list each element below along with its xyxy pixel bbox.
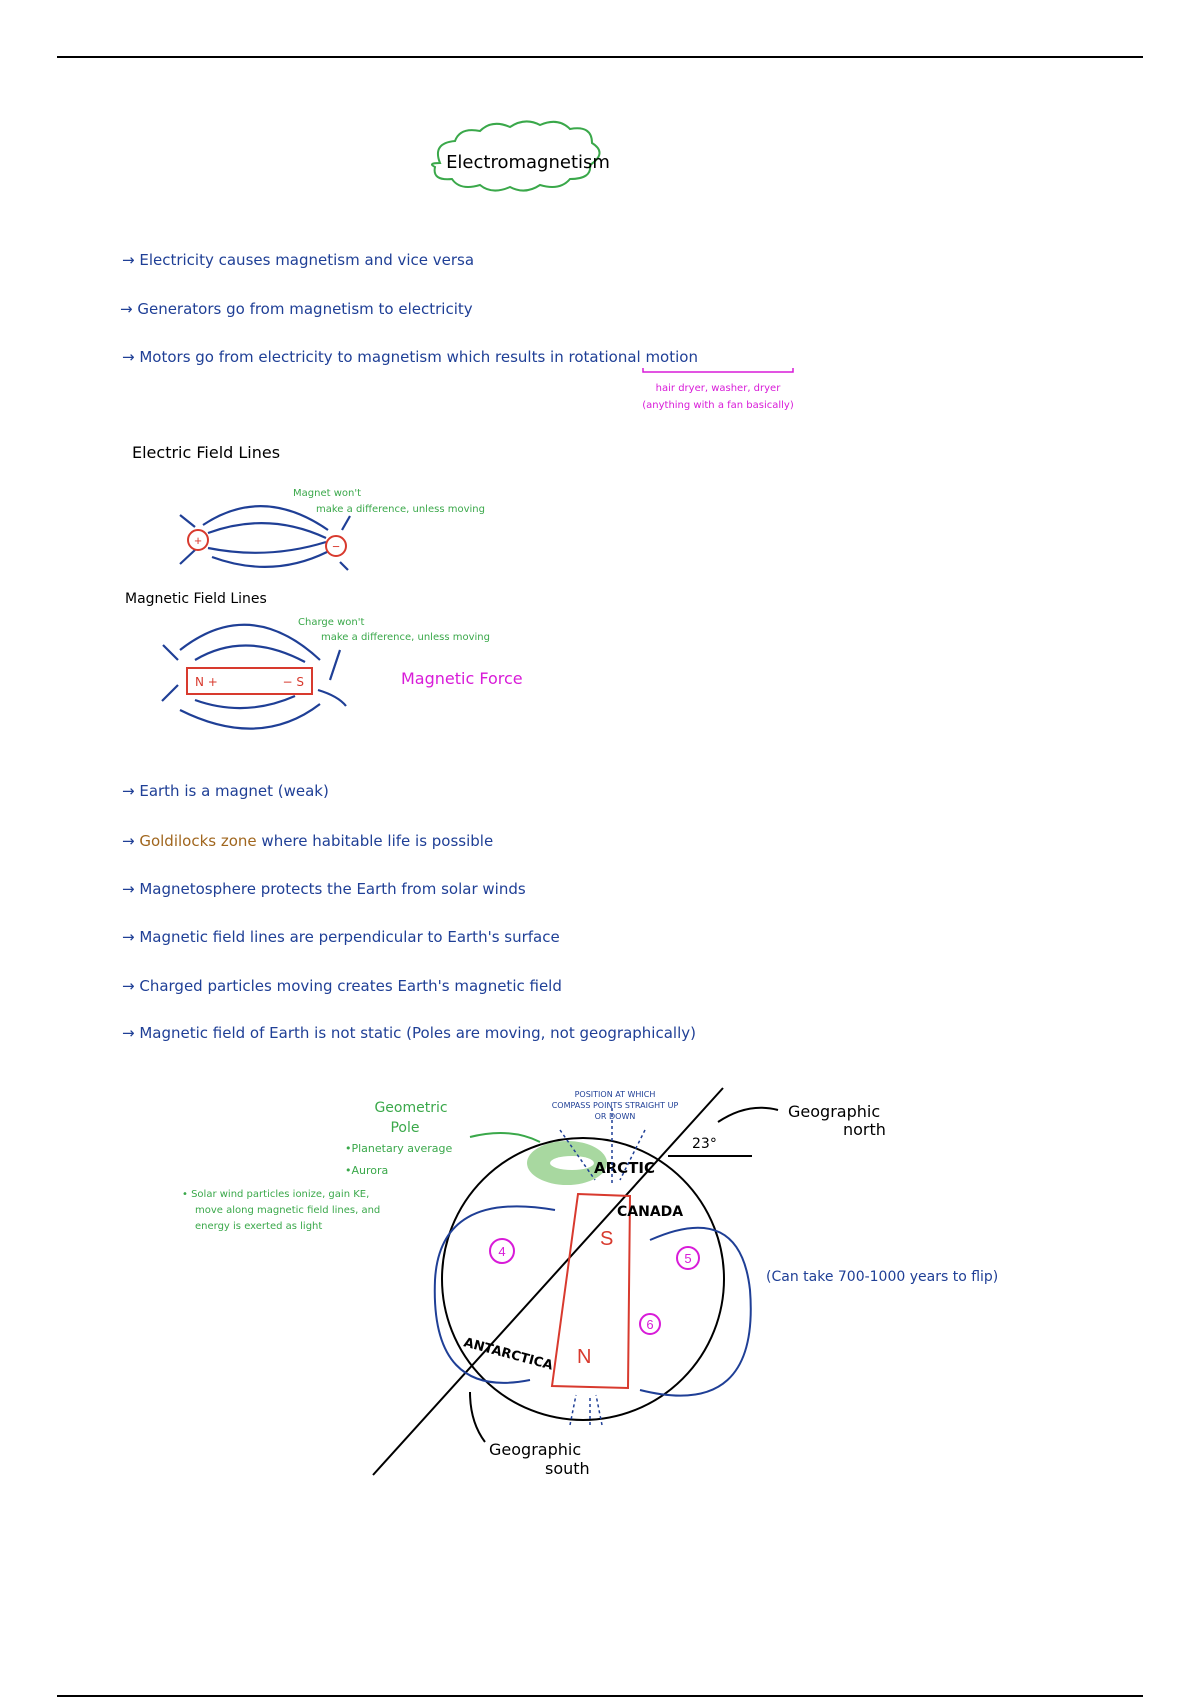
circled-number-4 <box>489 1238 515 1264</box>
solar-note-1: • Solar wind particles ionize, gain KE, <box>182 1189 369 1200</box>
earth-circle <box>441 1137 725 1421</box>
magnetic-heading: Magnetic Field Lines <box>125 591 267 607</box>
earth-bullet-4: → Magnetic field lines are perpendicular… <box>122 928 560 946</box>
compass-note-3: OR DOWN <box>595 1112 636 1121</box>
motion-bracket <box>642 368 794 373</box>
geo-north-label-1: Geographic <box>788 1102 880 1121</box>
earth-diagram: 23° S N ARCTIC CANADA ANTARCTICA POSITIO… <box>182 1087 998 1478</box>
pole-point-2: •Aurora <box>345 1164 388 1177</box>
title-cloud: Electromagnetism <box>430 120 610 192</box>
canada-label: CANADA <box>617 1204 683 1220</box>
electric-heading: Electric Field Lines <box>132 443 280 462</box>
angle-label: 23° <box>692 1136 717 1152</box>
circled-number-5 <box>676 1246 700 1270</box>
geometric-pole-arrow <box>469 1132 541 1143</box>
north-magnetic-label: N <box>577 1346 591 1368</box>
earth-magnet <box>550 1192 632 1390</box>
geometric-pole-label-1: Geometric <box>374 1100 447 1116</box>
solar-note-3: energy is exerted as light <box>195 1221 322 1232</box>
bar-north-label: N + <box>195 675 218 689</box>
compass-note-2: COMPASS POINTS STRAIGHT UP <box>552 1101 679 1110</box>
solar-note-2: move along magnetic field lines, and <box>195 1205 380 1216</box>
south-magnetic-label: S <box>600 1228 613 1250</box>
geo-south-label-2: south <box>545 1459 590 1478</box>
positive-charge <box>187 529 209 551</box>
motion-note-1: hair dryer, washer, dryer <box>656 383 782 394</box>
earth-bullet-1: → Earth is a magnet (weak) <box>122 782 329 800</box>
bar-magnet <box>186 667 313 695</box>
geographic-axis <box>372 1087 724 1476</box>
antarctica-label: ANTARCTICA <box>462 1335 554 1373</box>
geo-south-label-1: Geographic <box>489 1440 581 1459</box>
earth-field-lines <box>433 1205 752 1397</box>
magnetic-note-1: Charge won't <box>298 617 364 628</box>
pole-point-1: •Planetary average <box>345 1142 453 1155</box>
geometric-pole-label-2: Pole <box>390 1120 419 1136</box>
magnetic-force-label: Magnetic Force <box>401 669 523 688</box>
earth-bullet-6: → Magnetic field of Earth is not static … <box>122 1024 696 1042</box>
magnetic-note-2: make a difference, unless moving <box>321 632 490 643</box>
negative-sign: − <box>332 539 340 554</box>
bullet-1: → Electricity causes magnetism and vice … <box>122 251 474 269</box>
arctic-label: ARCTIC <box>594 1159 655 1177</box>
compass-note-1: POSITION AT WHICH <box>575 1090 656 1099</box>
magnetic-field-lines <box>161 623 347 730</box>
flip-note: (Can take 700-1000 years to flip) <box>766 1269 998 1285</box>
compass-dashed-lines <box>559 1108 646 1426</box>
electric-note-1: Magnet won't <box>293 488 361 499</box>
page-title: Electromagnetism <box>446 152 610 173</box>
circled-6-text: 6 <box>646 1317 653 1332</box>
circled-4-text: 4 <box>498 1244 505 1259</box>
geo-north-label-2: north <box>843 1120 886 1139</box>
geo-north-arrow <box>717 1106 779 1123</box>
negative-charge <box>325 535 347 557</box>
earth-bullet-5: → Charged particles moving creates Earth… <box>122 977 562 995</box>
bullet-3: → Motors go from electricity to magnetis… <box>122 348 698 366</box>
motion-note-2: (anything with a fan basically) <box>642 400 794 411</box>
geo-south-arrow <box>469 1391 486 1443</box>
positive-sign: + <box>194 533 202 548</box>
bar-south-label: − S <box>283 675 305 689</box>
bullet-2: → Generators go from magnetism to electr… <box>120 300 473 318</box>
electric-field-lines <box>179 505 351 571</box>
electric-note-2: make a difference, unless moving <box>316 504 485 515</box>
earth-bullet-2: → Goldilocks zone where habitable life i… <box>122 832 493 850</box>
circled-5-text: 5 <box>684 1251 691 1266</box>
circled-number-6 <box>639 1313 661 1335</box>
earth-bullet-3: → Magnetosphere protects the Earth from … <box>122 880 526 898</box>
